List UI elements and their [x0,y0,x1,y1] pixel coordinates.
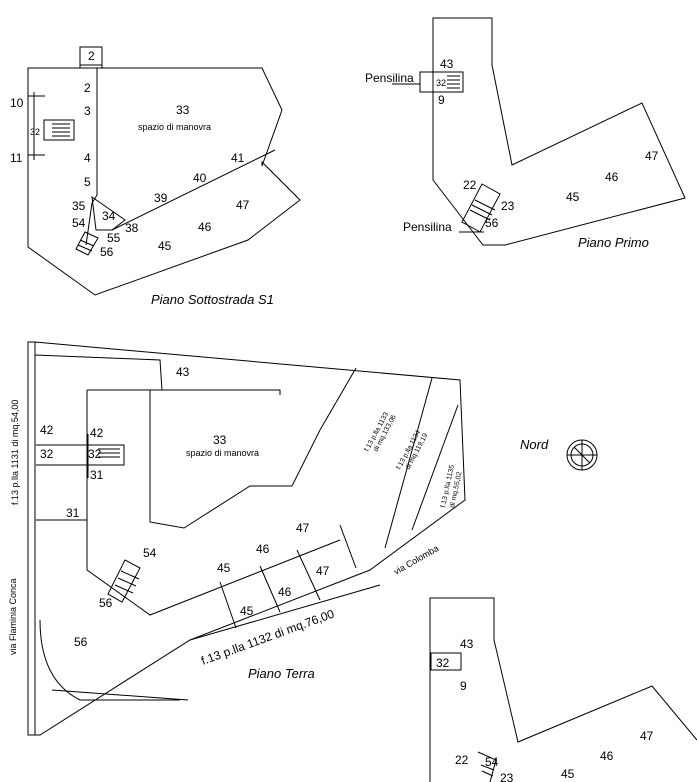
plan-title: Piano Primo [578,235,649,250]
room-label: 42 [90,426,104,440]
room-label: 31 [66,506,80,520]
room-label: 10 [10,96,24,110]
room-label: 42 [40,423,54,437]
parcel-label: f.13 p.lla 1131 di mq.54,00 [10,400,20,505]
room-label: 47 [640,729,654,743]
room-label: 23 [500,771,514,782]
room-label: 22 [455,753,469,767]
room-label: 47 [296,521,310,535]
room-label: spazio di manovra [138,122,211,132]
room-label: 23 [501,199,515,213]
room-label: 43 [440,57,454,71]
room-label: 3 [84,104,91,118]
plan-terra: 43 42 32 42 32 31 33 spazio di manovra 3… [8,341,466,736]
room-label: 39 [154,191,168,205]
plan-sottostrada: 2 2 3 10 32 11 4 5 33 spazio di manovra … [10,46,301,307]
room-label: 56 [485,216,499,230]
room-label: 45 [566,190,580,204]
room-label: 11 [10,151,23,165]
room-label: 43 [460,637,474,651]
compass: Nord [520,437,598,471]
room-label: 2 [88,49,95,63]
room-label: 9 [460,679,467,693]
plan-title: Piano Terra [248,666,315,681]
room-label: 56 [99,596,113,610]
room-label: 47 [316,564,330,578]
room-label: 41 [231,151,245,165]
plan-primo: Pensilina 43 32 9 22 23 56 Pensilina 47 … [365,17,686,250]
room-label: 54 [72,216,86,230]
plan-title: Piano Sottostrada S1 [151,292,274,307]
room-label: 9 [438,93,445,107]
room-label: 38 [125,221,139,235]
room-label: 47 [236,198,250,212]
room-label: 34 [102,209,116,223]
room-label: spazio di manovra [186,448,259,458]
room-label: 46 [198,220,212,234]
room-label: 32 [436,78,446,88]
room-label: 56 [74,635,88,649]
room-label: 31 [90,468,104,482]
room-label: 45 [561,767,575,781]
plan-secondo: 43 32 9 22 54 47 46 45 23 [429,597,697,782]
room-label: 22 [463,178,477,192]
room-label: 46 [605,170,619,184]
parcel-label: f.13 p.lla 1132 di mq.76,00 [199,606,336,667]
room-label: 55 [107,231,121,245]
room-label: 45 [217,561,231,575]
room-label: 43 [176,365,190,379]
room-label: 46 [278,585,292,599]
room-label: 32 [30,127,40,137]
canopy-label: Pensilina [365,71,414,85]
room-label: 46 [256,542,270,556]
room-label: 32 [436,656,450,670]
north-label: Nord [520,437,549,452]
room-label: 33 [176,103,190,117]
room-label: 33 [213,433,227,447]
room-label: 45 [240,604,254,618]
room-label: 45 [158,239,172,253]
canopy-label: Pensilina [403,220,452,234]
room-label: 5 [84,175,91,189]
room-label: 46 [600,749,614,763]
room-label: 40 [193,171,207,185]
room-label: 4 [84,151,91,165]
room-label: 56 [100,245,114,259]
room-label: 47 [645,149,659,163]
room-label: 32 [40,447,54,461]
street-label: via Flaminia Conca [8,578,18,655]
room-label: 2 [84,81,91,95]
room-label: 35 [72,199,86,213]
room-label: 54 [485,755,499,769]
room-label: 32 [88,447,102,461]
room-label: 54 [143,546,157,560]
